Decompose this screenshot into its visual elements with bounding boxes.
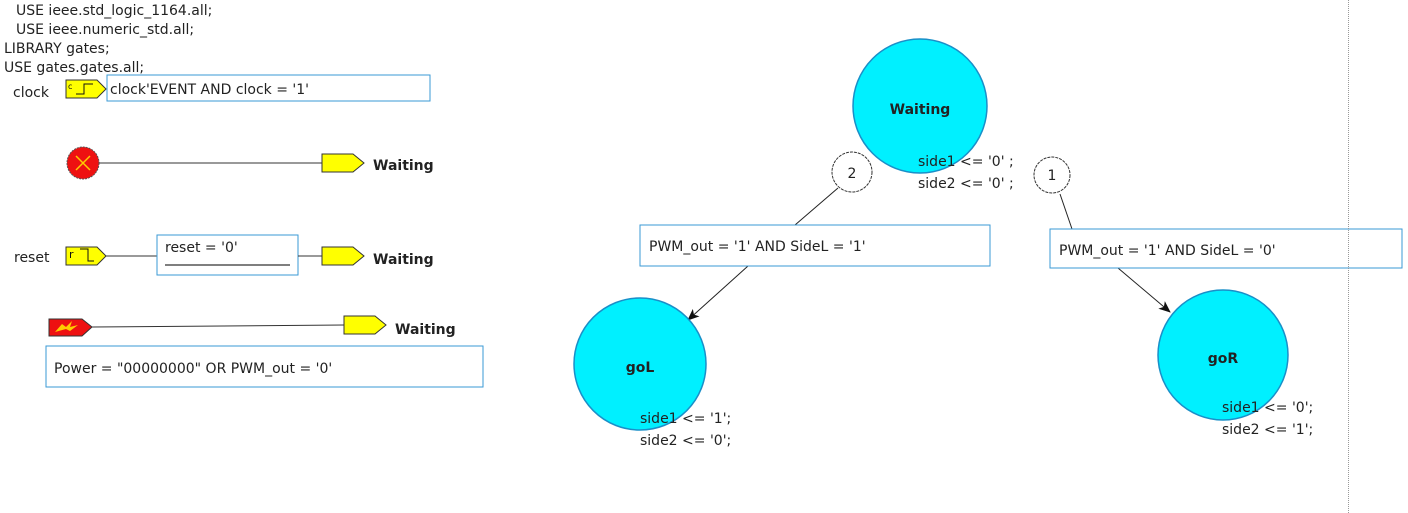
clock-condition-box[interactable] xyxy=(106,74,431,102)
reset-port-icon[interactable]: r xyxy=(65,246,107,266)
svg-text:c: c xyxy=(68,82,72,91)
svg-text:2: 2 xyxy=(848,166,857,182)
exception-lightning-icon[interactable] xyxy=(48,318,93,337)
connector-icon[interactable] xyxy=(343,315,387,335)
power-condition-box[interactable] xyxy=(45,345,484,388)
initial-target: Waiting xyxy=(373,158,434,174)
reset-target: Waiting xyxy=(373,252,434,268)
state-action: side1 <= '1'; xyxy=(640,411,731,427)
clock-condition: clock'EVENT AND clock = '1' xyxy=(110,82,309,98)
power-target: Waiting xyxy=(395,322,456,338)
transition-condition: PWM_out = '1' AND SideL = '1' xyxy=(649,239,866,255)
code-line: USE ieee.std_logic_1164.all; xyxy=(16,3,212,19)
transition-condition-box[interactable] xyxy=(639,224,991,267)
state-name: Waiting xyxy=(890,102,951,118)
priority-badge[interactable]: 1 xyxy=(1033,156,1071,194)
reset-condition-box[interactable] xyxy=(156,234,299,276)
state-goR[interactable]: goR xyxy=(1157,289,1289,421)
reset-condition: reset = '0' xyxy=(165,240,238,256)
state-action: side1 <= '0' ; xyxy=(918,154,1014,170)
reset-label: reset xyxy=(14,250,50,266)
state-action: side1 <= '0'; xyxy=(1222,400,1313,416)
initial-state-icon[interactable] xyxy=(66,146,100,180)
priority-badge[interactable]: 2 xyxy=(831,151,873,193)
transition-condition-box[interactable] xyxy=(1049,228,1403,269)
transition-arrow-goL[interactable] xyxy=(687,265,749,321)
code-line: LIBRARY gates; xyxy=(4,41,110,57)
state-action: side2 <= '0' ; xyxy=(918,176,1014,192)
state-name: goL xyxy=(626,360,655,376)
power-condition: Power = "00000000" OR PWM_out = '0' xyxy=(54,361,332,377)
connector-icon[interactable] xyxy=(321,246,365,266)
code-line: USE gates.gates.all; xyxy=(4,60,144,76)
transition-condition: PWM_out = '1' AND SideL = '0' xyxy=(1059,243,1276,259)
transition-arrow-goR[interactable] xyxy=(1117,267,1171,313)
state-name: goR xyxy=(1208,351,1239,367)
connector-icon[interactable] xyxy=(321,153,365,173)
code-line: USE ieee.numeric_std.all; xyxy=(16,22,194,38)
state-waiting[interactable]: Waiting xyxy=(852,38,988,174)
svg-text:1: 1 xyxy=(1048,168,1057,184)
svg-text:r: r xyxy=(69,248,74,261)
state-action: side2 <= '1'; xyxy=(1222,422,1313,438)
state-action: side2 <= '0'; xyxy=(640,433,731,449)
state-goL[interactable]: goL xyxy=(573,297,707,431)
clock-label: clock xyxy=(13,85,50,101)
clock-port-icon[interactable]: c xyxy=(65,79,107,99)
